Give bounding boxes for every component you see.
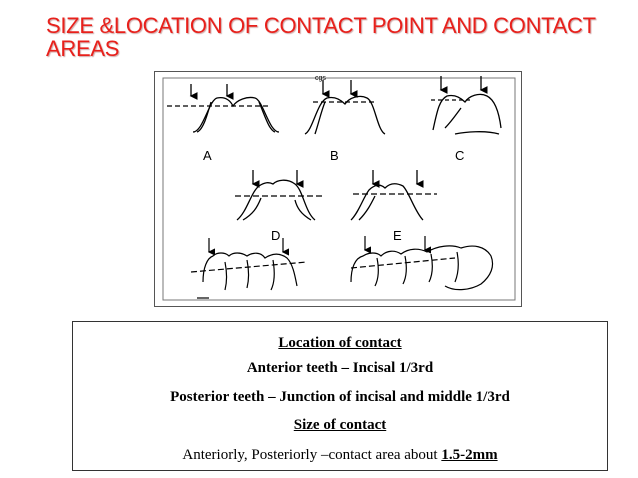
slide-title: SIZE &LOCATION OF CONTACT POINT AND CONT… xyxy=(46,14,616,60)
caption-box: Location of contact Anterior teeth – Inc… xyxy=(72,321,608,471)
inner-frame xyxy=(162,77,516,301)
tooth-pair-c xyxy=(431,76,502,135)
posterior-teeth-left xyxy=(190,238,308,299)
heading-location-of-contact: Location of contact xyxy=(278,335,402,351)
figure-label-a: A xyxy=(203,148,212,163)
tooth-pair-a xyxy=(167,84,280,133)
figure-label-e: E xyxy=(393,228,402,243)
contact-size-prefix: Anteriorly, Posteriorly –contact area ab… xyxy=(182,447,442,463)
contact-size-value: 1.5-2mm xyxy=(441,447,498,463)
figure-label-b: B xyxy=(330,148,339,163)
posterior-teeth-right xyxy=(350,236,494,291)
figure-label-c: C xyxy=(455,148,464,163)
tooth-diagram: A cgs B C D xyxy=(162,75,516,301)
heading-size-of-contact: Size of contact xyxy=(293,417,387,433)
tooth-pair-b: cgs xyxy=(304,75,386,135)
contact-size-line: Anteriorly, Posteriorly –contact area ab… xyxy=(73,446,607,464)
figure-label-d: D xyxy=(271,228,280,243)
posterior-teeth-text: Posterior teeth – Junction of incisal an… xyxy=(170,389,510,405)
tooth-contact-figure: A cgs B C D xyxy=(154,71,522,307)
slide-title-line-2: AREAS xyxy=(46,36,120,61)
svg-text:cgs: cgs xyxy=(315,75,326,82)
tooth-pair-e xyxy=(350,170,437,221)
anterior-teeth-text: Anterior teeth – Incisal 1/3rd xyxy=(246,360,434,376)
slide-title-line-1: SIZE &LOCATION OF CONTACT POINT AND CONT… xyxy=(46,13,596,38)
tooth-pair-d xyxy=(235,170,325,221)
